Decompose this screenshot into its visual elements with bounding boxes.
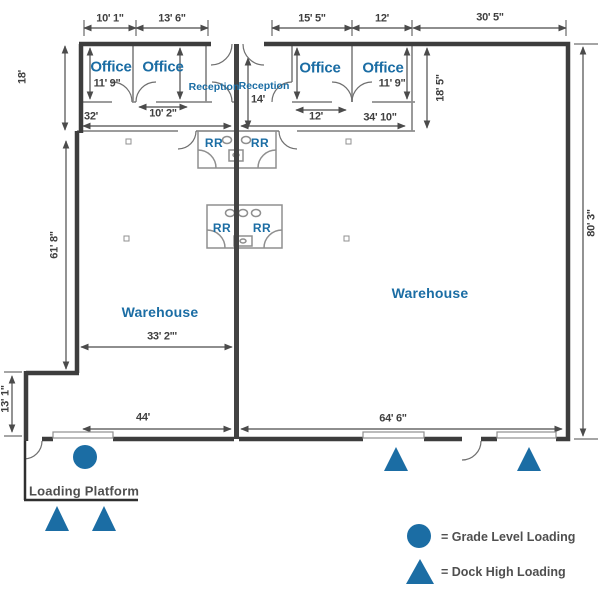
room-label-warehouse-right: Warehouse bbox=[391, 285, 469, 301]
room-label-warehouse-left: Warehouse bbox=[121, 304, 199, 320]
room-label-office-2: Office bbox=[142, 58, 184, 76]
dim-top-1: 10' 1" bbox=[96, 12, 124, 25]
room-label-office-1: Office bbox=[90, 58, 132, 76]
dimension-ticks bbox=[4, 20, 598, 440]
dim-left-warehouse: 61' 8" bbox=[48, 231, 61, 259]
room-label-rr-2: RR bbox=[250, 136, 270, 150]
legend-dock-triangle-icon bbox=[406, 559, 434, 584]
dim-office2-width: 10' 2" bbox=[149, 107, 177, 120]
room-label-office-4: Office bbox=[362, 59, 404, 77]
dim-office3-width: 12' bbox=[309, 110, 323, 123]
dim-office1-height: 11' 9" bbox=[93, 77, 121, 90]
door-arcs bbox=[23, 43, 482, 461]
column-markers bbox=[123, 138, 352, 242]
room-label-rr-4: RR bbox=[252, 221, 272, 235]
dim-left-recess: 13' 1" bbox=[0, 385, 12, 413]
room-label-reception-right: Reception bbox=[238, 79, 290, 92]
dock-triangle bbox=[384, 447, 408, 471]
legend-grade-circle-icon bbox=[407, 524, 431, 548]
room-label-reception-left: Reception bbox=[188, 80, 240, 93]
room-label-rr-1: RR bbox=[204, 136, 224, 150]
dimension-lines bbox=[8, 24, 587, 437]
dim-bottom-right: 64' 6" bbox=[379, 412, 407, 425]
interior-partitions bbox=[77, 44, 415, 132]
dim-suite2-width: 34' 10" bbox=[363, 111, 397, 124]
dim-bottom-left: 44' bbox=[136, 411, 150, 424]
dock-triangle bbox=[92, 506, 116, 531]
dock-triangle bbox=[45, 506, 69, 531]
legend-grade-label: = Grade Level Loading bbox=[441, 529, 576, 544]
dim-top-4: 12' bbox=[375, 12, 389, 25]
grade-loading-circle bbox=[73, 445, 97, 469]
dim-top-3: 15' 5" bbox=[298, 12, 326, 25]
dim-top-5: 30' 5" bbox=[476, 11, 504, 24]
restroom-lower bbox=[206, 204, 283, 249]
dock-triangle bbox=[517, 447, 541, 471]
room-label-rr-3: RR bbox=[212, 221, 232, 235]
room-label-office-3: Office bbox=[299, 59, 341, 77]
loading-platform-outline bbox=[23, 441, 138, 502]
exterior-walls bbox=[23, 41, 571, 442]
dim-top-2: 13' 6" bbox=[158, 12, 186, 25]
dock-doors bbox=[52, 431, 557, 439]
legend-dock-label: = Dock High Loading bbox=[441, 564, 566, 579]
dim-right-overall: 80' 3" bbox=[585, 209, 598, 237]
loading-platform-label: Loading Platform bbox=[29, 483, 140, 499]
dim-office4-height: 11' 9" bbox=[378, 77, 406, 90]
dim-suite2-depth: 18' 5" bbox=[434, 74, 447, 102]
loading-symbols bbox=[45, 445, 541, 584]
dim-left-office-depth: 18' bbox=[16, 70, 29, 84]
dim-suite1-width: 32' bbox=[84, 110, 98, 123]
dim-warehouse1-span: 33' 2"' bbox=[147, 330, 177, 343]
dim-reception-depth: 14' bbox=[251, 93, 265, 106]
